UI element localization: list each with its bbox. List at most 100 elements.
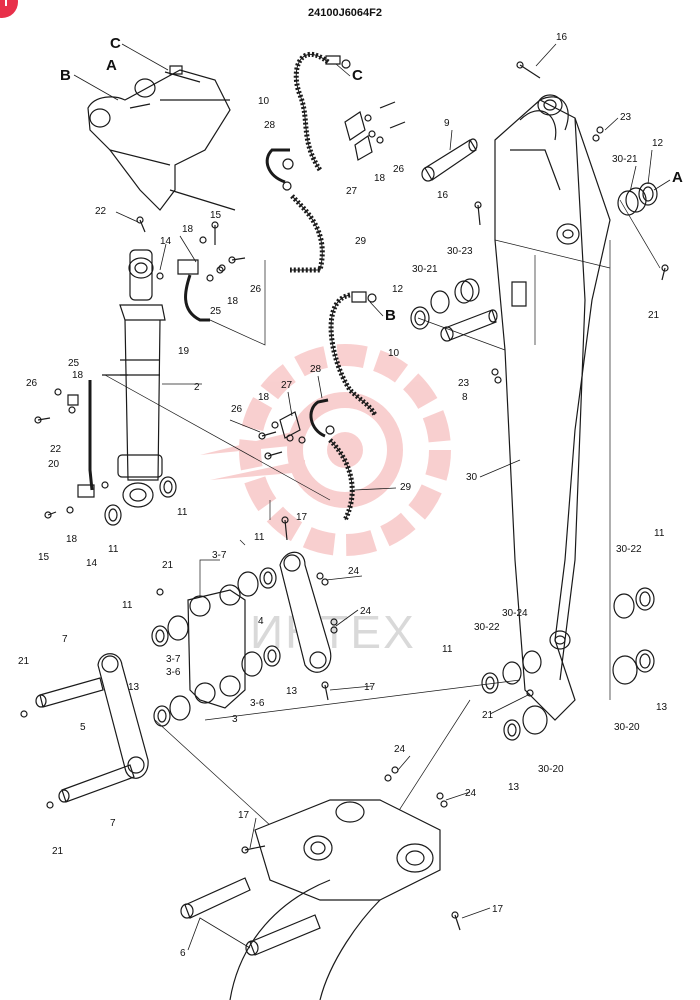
callout: 7 bbox=[110, 818, 116, 829]
callout: 17 bbox=[492, 904, 504, 915]
callout: 29 bbox=[400, 482, 412, 493]
callout: 13 bbox=[286, 686, 298, 697]
leader-lines bbox=[73, 43, 671, 951]
callout: 8 bbox=[462, 392, 468, 403]
callout: 29 bbox=[355, 236, 367, 247]
callout: 26 bbox=[26, 378, 38, 389]
callout: 18 bbox=[72, 370, 84, 381]
pin-6-upper bbox=[181, 878, 250, 918]
callout: C bbox=[352, 67, 363, 84]
callout: 30-22 bbox=[616, 544, 642, 555]
callout: 22 bbox=[50, 444, 62, 455]
callout: 11 bbox=[108, 544, 119, 555]
drawing-code: 24100J6064F2 bbox=[308, 7, 382, 19]
bushing-set-bottom-right bbox=[482, 588, 654, 740]
callout: 30-24 bbox=[502, 608, 528, 619]
corner-badge bbox=[0, 0, 18, 18]
boom-cylinder-2 bbox=[102, 250, 165, 507]
link-4 bbox=[280, 552, 331, 672]
callout: 21 bbox=[648, 310, 660, 321]
bushings-3-6-3-7 bbox=[105, 477, 280, 726]
hose-29-top bbox=[290, 196, 322, 270]
callout: C bbox=[110, 35, 121, 52]
callout: 10 bbox=[388, 348, 400, 359]
callout: 4 bbox=[258, 616, 264, 627]
callout: 28 bbox=[310, 364, 322, 375]
callout: B bbox=[60, 67, 71, 84]
callout: 30-20 bbox=[538, 764, 564, 775]
callout: 3-6 bbox=[166, 667, 181, 678]
callout: 17 bbox=[364, 682, 376, 693]
tube-28-mid bbox=[311, 400, 334, 436]
bushing-set-mid bbox=[411, 279, 479, 329]
callout: 11 bbox=[442, 644, 453, 655]
callout: 16 bbox=[437, 190, 449, 201]
callout: 27 bbox=[281, 380, 293, 391]
callout: A bbox=[106, 57, 117, 74]
callout: 11 bbox=[177, 507, 188, 518]
callout: 18 bbox=[258, 392, 270, 403]
callout: 30-21 bbox=[412, 264, 438, 275]
callout: 21 bbox=[18, 656, 30, 667]
callout: A bbox=[672, 169, 683, 186]
boom-30 bbox=[495, 95, 610, 720]
callout: 15 bbox=[38, 552, 50, 563]
callout: 7 bbox=[62, 634, 68, 645]
callout: 21 bbox=[52, 846, 64, 857]
watermark-text: ИНТЕХ bbox=[250, 606, 416, 658]
callout: 21 bbox=[162, 560, 174, 571]
callout: 25 bbox=[210, 306, 222, 317]
hose-10-top bbox=[296, 54, 350, 170]
fittings-mid bbox=[272, 412, 305, 443]
callout: 24 bbox=[348, 566, 360, 577]
callout: 12 bbox=[652, 138, 664, 149]
bolts bbox=[21, 62, 668, 930]
callout: 3-6 bbox=[250, 698, 265, 709]
callout: 12 bbox=[392, 284, 404, 295]
callout: 21 bbox=[482, 710, 494, 721]
callout: 13 bbox=[128, 682, 140, 693]
callout: 24 bbox=[360, 606, 372, 617]
callout: 11 bbox=[122, 600, 133, 611]
callout: 30-21 bbox=[612, 154, 638, 165]
callout: 18 bbox=[374, 173, 386, 184]
callout: 30-20 bbox=[614, 722, 640, 733]
callout: 20 bbox=[48, 459, 60, 470]
callout: 11 bbox=[654, 528, 665, 539]
pipe-19 bbox=[178, 260, 223, 320]
detail-view-top-left bbox=[88, 66, 235, 210]
callout: 23 bbox=[458, 378, 470, 389]
callout: 5 bbox=[80, 722, 86, 733]
callout: 26 bbox=[393, 164, 405, 175]
callout: 30 bbox=[466, 472, 478, 483]
callout: 6 bbox=[180, 948, 186, 959]
hose-29-mid bbox=[330, 440, 352, 520]
callout: 2 bbox=[194, 382, 200, 393]
watermark-logo bbox=[200, 344, 451, 556]
pipe-20 bbox=[68, 380, 94, 497]
callout: 14 bbox=[86, 558, 98, 569]
callout: 26 bbox=[250, 284, 262, 295]
callout: 26 bbox=[231, 404, 243, 415]
callout: 22 bbox=[95, 206, 107, 217]
callout: 17 bbox=[238, 810, 250, 821]
tube-28-top bbox=[267, 150, 293, 190]
callout: 17 bbox=[296, 512, 308, 523]
callout: B bbox=[385, 307, 396, 324]
callout: 3 bbox=[232, 714, 238, 725]
callout: 24 bbox=[465, 788, 477, 799]
fittings-26-27-top bbox=[345, 102, 405, 160]
callout: 30-23 bbox=[447, 246, 473, 257]
callout: 3-7 bbox=[212, 550, 227, 561]
callout: 15 bbox=[210, 210, 222, 221]
pin-7-upper bbox=[36, 678, 103, 707]
callout: 18 bbox=[227, 296, 239, 307]
callout: 24 bbox=[394, 744, 406, 755]
callout: 11 bbox=[254, 532, 265, 543]
callout: 25 bbox=[68, 358, 80, 369]
callout: 9 bbox=[444, 118, 450, 129]
pin-7-lower bbox=[59, 765, 134, 802]
callout: 28 bbox=[264, 120, 276, 131]
callout: 13 bbox=[508, 782, 520, 793]
